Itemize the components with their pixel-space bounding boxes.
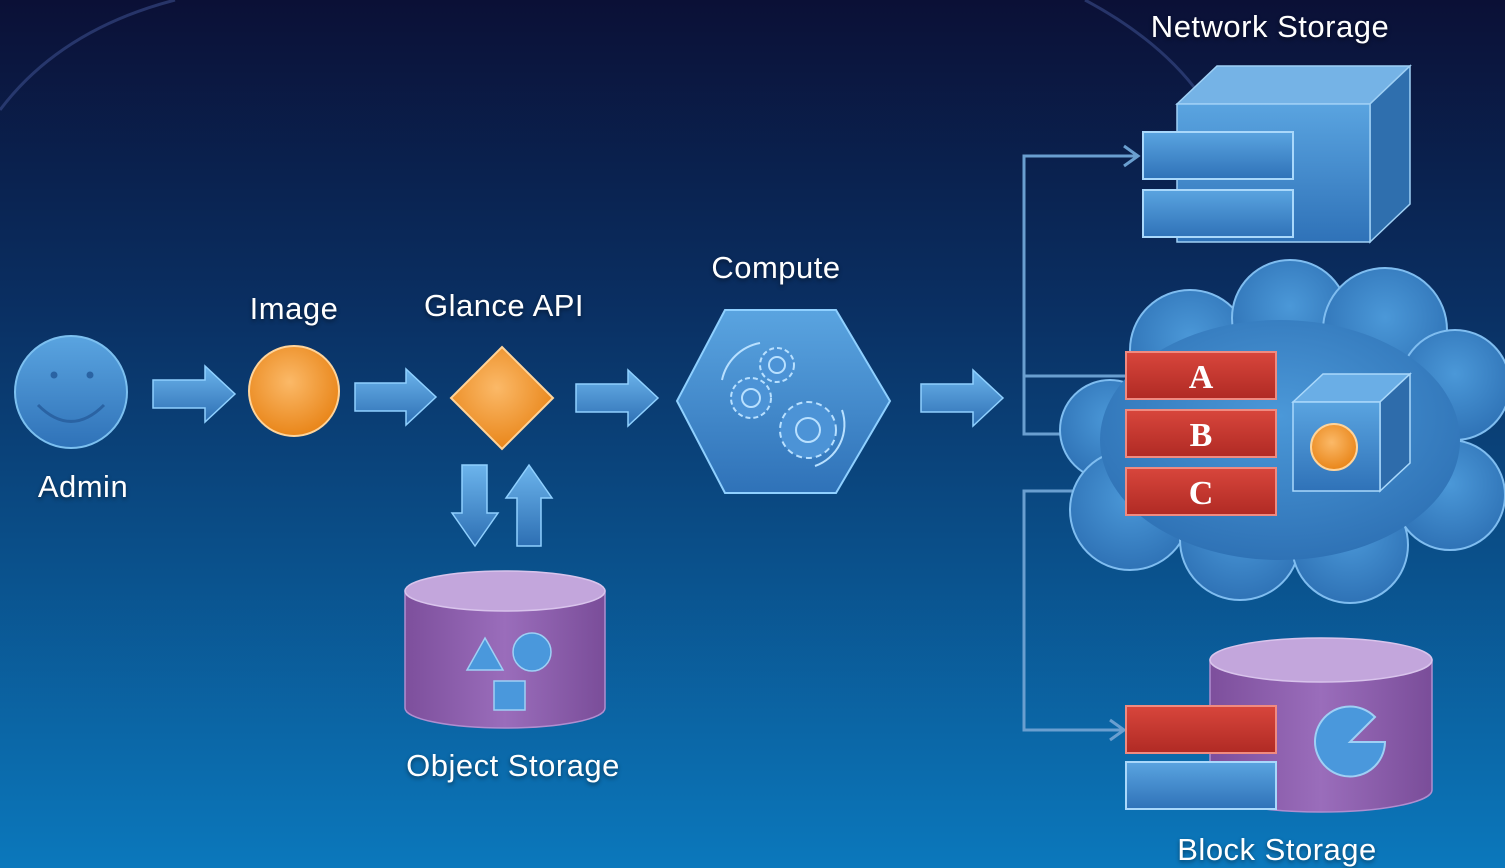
- arrow-right-icon: [354, 367, 438, 427]
- glance-api-label: Glance API: [423, 288, 585, 323]
- image-label: Image: [249, 291, 339, 326]
- network-storage-slot: [1142, 189, 1294, 238]
- diamond-icon: [449, 345, 555, 451]
- background-arc: [1084, 0, 1202, 96]
- arrow-right-icon: [152, 364, 237, 424]
- block-storage-label: Block Storage: [1177, 832, 1377, 867]
- smiley-face-icon: [14, 335, 128, 449]
- arrow-right-icon: [920, 368, 1005, 428]
- volume-b-bar: [1125, 409, 1277, 458]
- block-storage-volume-blue: [1125, 761, 1277, 810]
- volume-b-label: B: [1190, 417, 1213, 454]
- volume-c-bar: [1125, 467, 1277, 516]
- network-storage-label: Network Storage: [1150, 9, 1390, 44]
- connector-arrowheads: [1109, 144, 1141, 742]
- volume-a-bar: [1125, 351, 1277, 400]
- compute-label: Compute: [711, 250, 841, 285]
- network-storage-slot: [1142, 131, 1294, 180]
- vm-cube-icon: [1291, 372, 1412, 493]
- block-storage-volume-red: [1125, 705, 1277, 754]
- volume-a-label: A: [1189, 359, 1214, 396]
- arrow-up-icon: [504, 463, 554, 547]
- admin-label: Admin: [37, 469, 129, 504]
- database-cylinder-icon: [404, 570, 606, 729]
- arrow-down-icon: [450, 464, 500, 548]
- gears-icon: [721, 342, 846, 467]
- object-storage-label: Object Storage: [406, 748, 620, 783]
- background-arc: [0, 0, 176, 111]
- compute-hexagon: [675, 309, 892, 494]
- arrow-right-icon: [575, 368, 660, 428]
- image-ball-icon: [248, 345, 340, 437]
- volume-c-label: C: [1189, 475, 1214, 512]
- shapes-icon: [465, 632, 552, 711]
- pie-chart-icon: [1314, 705, 1387, 778]
